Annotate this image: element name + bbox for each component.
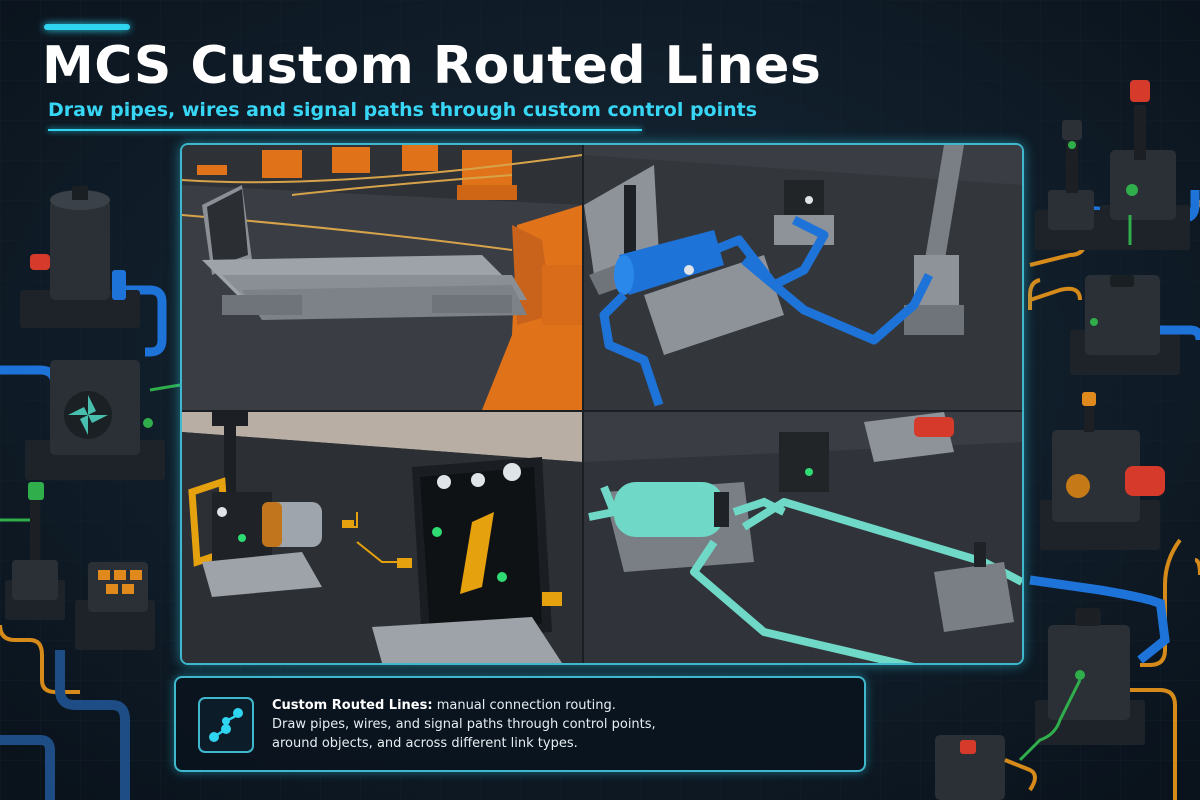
subtitle-underline bbox=[48, 129, 642, 131]
panel-control-box bbox=[182, 412, 582, 663]
scene-blue-pipe bbox=[584, 145, 1022, 410]
routed-path-icon bbox=[198, 697, 254, 753]
right-machinery bbox=[935, 80, 1200, 800]
scene-control-box bbox=[182, 412, 582, 663]
panel-divider-vertical bbox=[582, 145, 584, 663]
info-text-line-2: Draw pipes, wires, and signal paths thro… bbox=[272, 717, 656, 732]
info-text-line-3: around objects, and across different lin… bbox=[272, 736, 578, 751]
info-text-line-1: manual connection routing. bbox=[436, 698, 616, 713]
left-machinery bbox=[0, 186, 181, 800]
panel-blue-pipe bbox=[584, 145, 1022, 410]
panel-teal-pipe bbox=[584, 412, 1022, 663]
panel-wires-orange bbox=[182, 145, 582, 410]
info-heading: Custom Routed Lines: bbox=[272, 698, 433, 713]
header-accent-bar bbox=[44, 24, 130, 30]
page-title: MCS Custom Routed Lines bbox=[42, 36, 822, 96]
panel-divider-horizontal bbox=[182, 410, 1022, 412]
info-description: Custom Routed Lines: manual connection r… bbox=[272, 696, 842, 753]
page-subtitle: Draw pipes, wires and signal paths throu… bbox=[48, 99, 758, 121]
scene-wires-orange bbox=[182, 145, 582, 410]
scene-teal-pipe bbox=[584, 412, 1022, 663]
info-box: Custom Routed Lines: manual connection r… bbox=[174, 676, 866, 772]
showcase-frame bbox=[180, 143, 1024, 665]
